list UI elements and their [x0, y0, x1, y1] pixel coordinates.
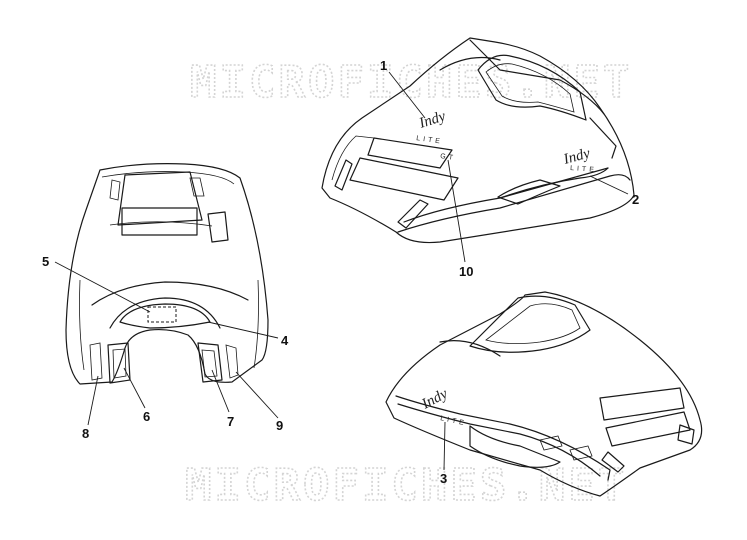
lower-script-decal: Indy [418, 386, 450, 413]
side-suffix-lite: LITE [570, 165, 597, 174]
leader-4 [207, 321, 279, 339]
leader-9 [235, 371, 279, 419]
leader-5 [54, 261, 151, 313]
callout-1: 1 [380, 58, 387, 73]
callout-10: 10 [459, 264, 473, 279]
watermark-bottom: MICROFICHES.NET [185, 460, 627, 511]
leader-2 [589, 175, 629, 195]
callout-9: 9 [276, 418, 283, 433]
lower-suffix-lite: LITE [440, 415, 468, 427]
decal-outline-5 [147, 306, 177, 323]
leader-lines [54, 71, 629, 471]
leader-1 [388, 71, 426, 119]
callout-3: 3 [440, 471, 447, 486]
callout-4: 4 [281, 333, 289, 348]
callout-6: 6 [143, 409, 150, 424]
leader-7 [211, 369, 230, 413]
callout-2: 2 [632, 192, 639, 207]
callout-8: 8 [82, 426, 89, 441]
callout-labels: 1 2 3 4 5 6 7 8 9 10 [42, 58, 639, 486]
leader-10 [447, 159, 466, 263]
hood-suffix-gt: GT [440, 153, 457, 162]
hood-script-decal: Indy [416, 108, 448, 132]
callout-5: 5 [42, 254, 49, 269]
hood-top-view: Indy LITE GT Indy LITE [321, 37, 635, 244]
watermark-top: MICROFICHES.NET [190, 57, 632, 108]
side-script-decal: Indy [561, 145, 592, 168]
leader-3 [443, 421, 446, 471]
hood-suffix-lite: LITE [416, 135, 444, 146]
hood-front-view [65, 163, 269, 385]
callout-7: 7 [227, 414, 234, 429]
leader-8 [87, 375, 99, 426]
leader-6 [123, 367, 146, 409]
